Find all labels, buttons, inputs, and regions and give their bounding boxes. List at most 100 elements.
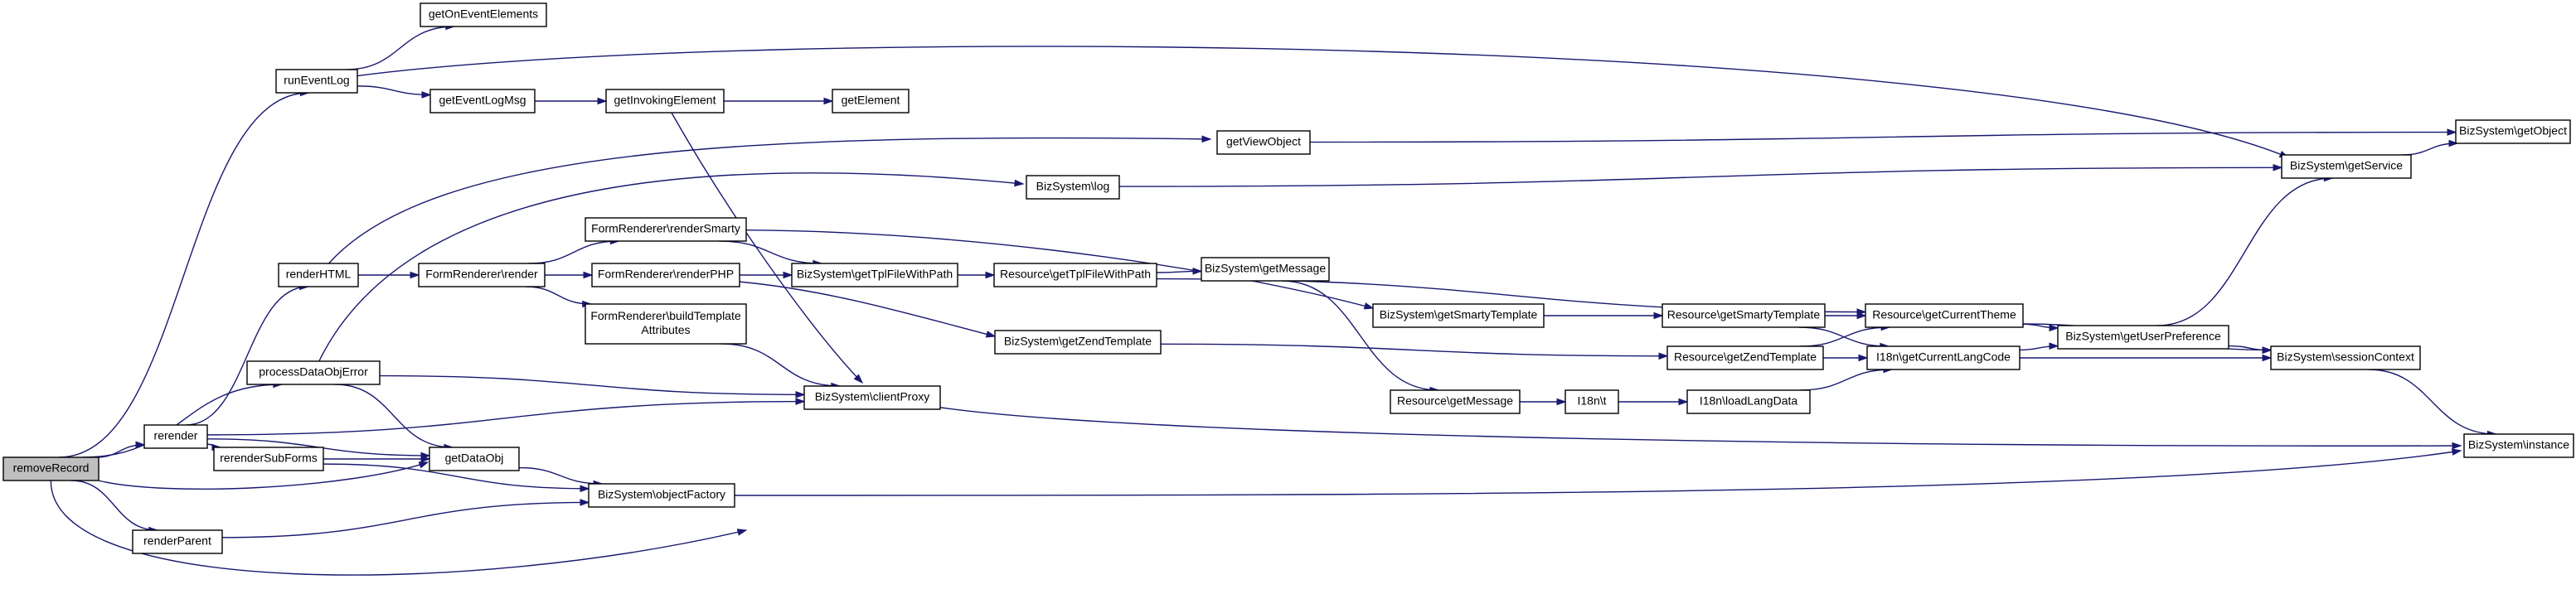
node-box [585, 217, 747, 242]
edge-BizSystem_objectFactory-to-BizSystem_instance [734, 448, 2462, 496]
node-BizSystem_getService[interactable]: BizSystem\getService [2281, 154, 2412, 179]
node-BizSystem_getUserPreference[interactable]: BizSystem\getUserPreference [2057, 325, 2229, 350]
node-label: Resource\getMessage [1397, 394, 1513, 408]
edge-arrowhead [1858, 354, 1869, 362]
node-getInvokingElement[interactable]: getInvokingElement [605, 89, 725, 113]
node-BizSystem_getObject[interactable]: BizSystem\getObject [2455, 119, 2571, 144]
edge-rerenderSubForms-to-BizSystem_objectFactory [323, 463, 590, 493]
node-label: FormRenderer\renderSmarty [591, 222, 740, 235]
node-label: runEventLog [284, 74, 349, 87]
node-processDataObjError[interactable]: processDataObjError [246, 360, 381, 385]
node-removeRecord[interactable]: removeRecord [2, 456, 99, 481]
edge-getEventLogMsg-to-getInvokingElement [535, 97, 608, 105]
node-renderParent[interactable]: renderParent [132, 529, 223, 554]
edge-arrowhead [985, 331, 997, 338]
node-renderHTML[interactable]: renderHTML [278, 263, 359, 287]
node-box [420, 2, 547, 27]
edge-arrowhead [2273, 163, 2283, 171]
node-BizSystem_instance[interactable]: BizSystem\instance [2463, 433, 2574, 458]
node-Resource_getMessage[interactable]: Resource\getMessage [1390, 389, 1521, 414]
node-FormRenderer_renderPHP[interactable]: FormRenderer\renderPHP [591, 263, 740, 287]
node-Resource_getTplFileWithPath[interactable]: Resource\getTplFileWithPath [993, 263, 1157, 287]
node-I18n_loadLangData[interactable]: I18n\loadLangData [1686, 389, 1811, 414]
edge-getViewObject-to-BizSystem_getObject [1309, 128, 2457, 143]
node-label: BizSystem\sessionContext [2277, 350, 2414, 364]
edge-BizSystem_sessionContext-to-BizSystem_instance [2368, 369, 2497, 438]
node-label: BizSystem\log [1036, 180, 1110, 193]
node-BizSystem_getZendTemplate[interactable]: BizSystem\getZendTemplate [994, 330, 1162, 355]
edge-removeRecord-to-BizSystem_clientProxy [50, 480, 748, 576]
node-label: FormRenderer\render [425, 268, 538, 281]
edge-rerender-to-renderHTML [186, 283, 310, 426]
edge-line [82, 384, 282, 458]
node-label: BizSystem\getUserPreference [2065, 330, 2221, 343]
node-box [832, 89, 910, 113]
node-box [591, 263, 740, 287]
node-BizSystem_getMessage[interactable]: BizSystem\getMessage [1201, 257, 1330, 282]
edge-getInvokingElement-to-BizSystem_clientProxy [671, 112, 864, 384]
edge-arrowhead [135, 441, 146, 449]
node-box [994, 330, 1162, 355]
node-getOnEventElements[interactable]: getOnEventElements [420, 2, 547, 27]
edge-arrowhead [853, 374, 864, 384]
node-FormRenderer_render[interactable]: FormRenderer\render [418, 263, 546, 287]
node-BizSystem_sessionContext[interactable]: BizSystem\sessionContext [2270, 345, 2421, 370]
node-box [1662, 303, 1826, 328]
node-I18n_t[interactable]: I18n\t [1565, 389, 1619, 414]
node-getElement[interactable]: getElement [832, 89, 910, 113]
node-label: BizSystem\getSmartyTemplate [1380, 308, 1538, 321]
edge-arrowhead [1658, 352, 1669, 360]
node-BizSystem_getSmartyTemplate[interactable]: BizSystem\getSmartyTemplate [1372, 303, 1545, 328]
edge-BizSystem_getSmartyTemplate-to-Resource_getSmartyTemplate [1544, 311, 1664, 320]
node-getEventLogMsg[interactable]: getEventLogMsg [429, 89, 536, 113]
node-BizSystem_objectFactory[interactable]: BizSystem\objectFactory [588, 483, 735, 508]
node-getViewObject[interactable]: getViewObject [1216, 130, 1311, 155]
node-BizSystem_log[interactable]: BizSystem\log [1026, 175, 1120, 200]
edge-line [328, 137, 1211, 264]
node-I18n_getCurrentLangCode[interactable]: I18n\getCurrentLangCode [1866, 345, 2021, 370]
edge-line [1118, 167, 2283, 187]
node-FormRenderer_renderSmarty[interactable]: FormRenderer\renderSmarty [585, 217, 747, 242]
edge-arrowhead [580, 485, 590, 493]
node-box [2281, 154, 2412, 179]
node-Resource_getSmartyTemplate[interactable]: Resource\getSmartyTemplate [1662, 303, 1826, 328]
node-label: BizSystem\clientProxy [815, 390, 929, 403]
edge-I18n_getCurrentLangCode-to-BizSystem_getUserPreference [2019, 342, 2059, 351]
node-Resource_getCurrentTheme[interactable]: Resource\getCurrentTheme [1865, 303, 2024, 328]
node-box [213, 447, 324, 471]
node-rerender[interactable]: rerender [143, 424, 208, 449]
node-BizSystem_clientProxy[interactable]: BizSystem\clientProxy [803, 385, 941, 410]
edge-line [346, 26, 454, 70]
node-getDataObj[interactable]: getDataObj [429, 447, 520, 471]
node-box [1565, 389, 1619, 414]
edge-line [1309, 131, 2457, 143]
node-box [429, 447, 520, 471]
node-box [1865, 303, 2024, 328]
node-label: Resource\getCurrentTheme [1872, 308, 2016, 321]
edge-Resource_getSmartyTemplate-to-Resource_getCurrentTheme [1825, 311, 1867, 320]
edge-line [721, 343, 840, 387]
node-label: Resource\getSmartyTemplate [1667, 308, 1821, 321]
node-box [275, 69, 358, 94]
node-label: BizSystem\getTplFileWithPath [797, 268, 953, 281]
node-runEventLog[interactable]: runEventLog [275, 69, 358, 94]
edge-line [379, 374, 805, 396]
node-Resource_getZendTemplate[interactable]: Resource\getZendTemplate [1666, 345, 1824, 370]
edge-Resource_getZendTemplate-to-I18n_getCurrentLangCode [1822, 354, 1869, 362]
edge-Resource_getTplFileWithPath-to-BizSystem_getMessage [1156, 268, 1203, 275]
edge-line [1800, 369, 1892, 391]
node-BizSystem_getTplFileWithPath[interactable]: BizSystem\getTplFileWithPath [791, 263, 958, 287]
edge-arrowhead [1556, 398, 1567, 406]
node-box [143, 424, 208, 449]
edge-BizSystem_getZendTemplate-to-Resource_getZendTemplate [1160, 343, 1669, 360]
edge-arrowhead [1014, 179, 1025, 187]
edge-processDataObjError-to-getDataObj [335, 384, 454, 452]
edge-rerender-to-BizSystem_clientProxy [206, 398, 806, 436]
edge-arrowhead [823, 97, 834, 105]
node-label: FormRenderer\renderPHP [598, 268, 734, 281]
edge-line [739, 281, 996, 337]
node-rerenderSubForms[interactable]: rerenderSubForms [213, 447, 324, 471]
node-label: getEventLogMsg [439, 94, 526, 107]
